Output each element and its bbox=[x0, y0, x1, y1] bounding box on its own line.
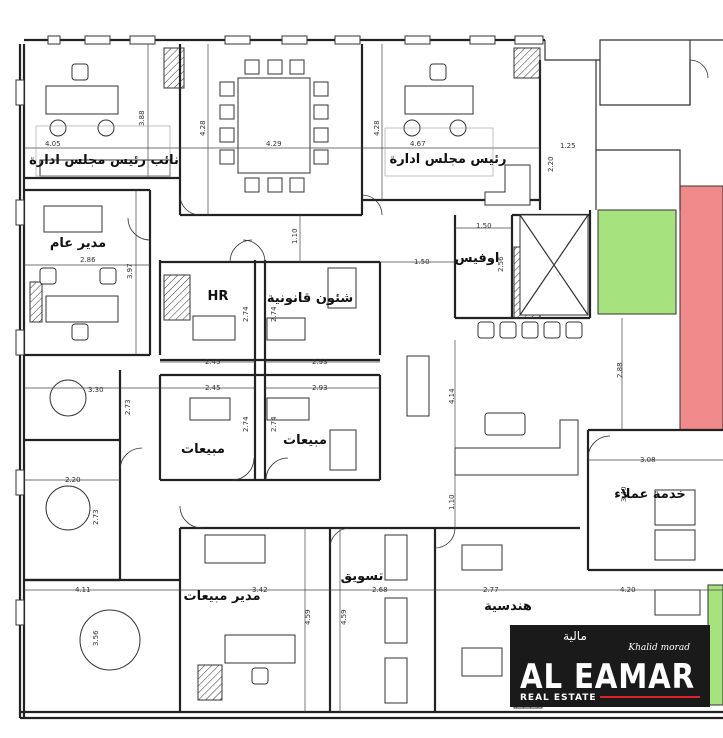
room-label-finance: مالية bbox=[563, 629, 587, 643]
dim-3.97: 3.97 bbox=[126, 263, 134, 279]
outer-walls bbox=[15, 35, 723, 720]
dim-2.45a: 2.45 bbox=[205, 358, 221, 366]
dim-4.11: 4.11 bbox=[75, 586, 91, 594]
dim-1.25: 1.25 bbox=[560, 142, 576, 150]
dim-3.30: 3.30 bbox=[88, 386, 104, 394]
dim-2.74a: 2.74 bbox=[242, 306, 250, 322]
dim-2.73a: 2.73 bbox=[124, 399, 132, 415]
room-label-general-manager: مدير عام bbox=[50, 236, 106, 251]
doors bbox=[119, 59, 709, 549]
logo-tagline: REAL ESTATE bbox=[520, 693, 597, 703]
dim-2.45b: 2.45 bbox=[205, 384, 221, 392]
dim-2.74d: 2.74 bbox=[270, 416, 278, 432]
dim-3.42: 3.42 bbox=[252, 586, 268, 594]
dim-4.20: 4.20 bbox=[620, 586, 636, 594]
dimension-lines bbox=[24, 44, 723, 712]
room-label-marketing: تسويق bbox=[341, 569, 384, 584]
room-labels: نائب رئيس مجلس ادارة رئيس مجلس ادارة مدي… bbox=[29, 125, 686, 614]
dim-4.28b: 4.28 bbox=[373, 120, 381, 136]
room-label-office: اوفيس bbox=[455, 251, 500, 266]
dim-2.93b: 2.93 bbox=[312, 384, 328, 392]
conference-room bbox=[219, 59, 329, 193]
dim-4.14: 4.14 bbox=[448, 388, 456, 404]
dim-3.88: 3.88 bbox=[138, 110, 146, 126]
dim-2.20b: 2.20 bbox=[65, 476, 81, 484]
dim-4.67: 4.67 bbox=[410, 140, 426, 148]
logo-signature: Khalid morad bbox=[627, 643, 690, 653]
dim-4.59a: 4.59 bbox=[304, 609, 312, 625]
red-zone bbox=[679, 185, 723, 431]
brand-logo: مالية Khalid morad AL EAMAR REAL ESTATE bbox=[510, 625, 710, 707]
dimension-labels: 4.05 3.88 4.28 4.29 4.28 4.67 1.25 2.20 … bbox=[45, 110, 656, 646]
logo-brand-text: AL EAMAR bbox=[520, 657, 695, 697]
dim-2.93a: 2.93 bbox=[312, 358, 328, 366]
room-label-legal: شئون قانونية bbox=[267, 291, 353, 306]
dim-1.50b: 1.50 bbox=[476, 222, 492, 230]
dim-3.56: 3.56 bbox=[92, 630, 100, 646]
dim-4.05: 4.05 bbox=[45, 140, 61, 148]
dim-2.56: 2.56 bbox=[497, 256, 505, 272]
dim-2.77: 2.77 bbox=[483, 586, 499, 594]
room-label-sales-manager: مدير مبيعات bbox=[184, 589, 261, 604]
dim-2.73b: 2.73 bbox=[92, 509, 100, 525]
dim-1.10b: 1.10 bbox=[448, 494, 456, 510]
furniture bbox=[39, 63, 701, 704]
dim-1.10a: 1.10 bbox=[291, 228, 299, 244]
room-label-sales-right: مبيعات bbox=[283, 433, 327, 448]
dim-4.29: 4.29 bbox=[266, 140, 282, 148]
dim-3.40: 3.40 bbox=[620, 486, 628, 502]
dim-2.20a: 2.20 bbox=[547, 156, 555, 172]
dim-1.50a: 1.50 bbox=[414, 258, 430, 266]
dim-2.86: 2.86 bbox=[80, 256, 96, 264]
room-label-customer-service: خدمة عملاء bbox=[614, 487, 685, 502]
dim-2.74c: 2.74 bbox=[242, 416, 250, 432]
room-label-vice-chairman: نائب رئيس مجلس ادارة bbox=[29, 153, 179, 168]
green-zone-bottom bbox=[707, 584, 723, 706]
dim-4.59b: 4.59 bbox=[340, 609, 348, 625]
dim-2.88: 2.88 bbox=[616, 362, 624, 378]
room-label-sales-left: مبيعات bbox=[181, 442, 225, 457]
dim-2.68: 2.68 bbox=[372, 586, 388, 594]
dim-2.74b: 2.74 bbox=[270, 306, 278, 322]
room-label-chairman: رئيس مجلس ادارة bbox=[390, 152, 507, 167]
dim-3.08: 3.08 bbox=[640, 456, 656, 464]
green-zone-top bbox=[597, 209, 677, 315]
dim-4.28a: 4.28 bbox=[199, 120, 207, 136]
room-label-hr: HR bbox=[208, 289, 229, 304]
room-label-engineering: هندسية bbox=[484, 599, 532, 614]
